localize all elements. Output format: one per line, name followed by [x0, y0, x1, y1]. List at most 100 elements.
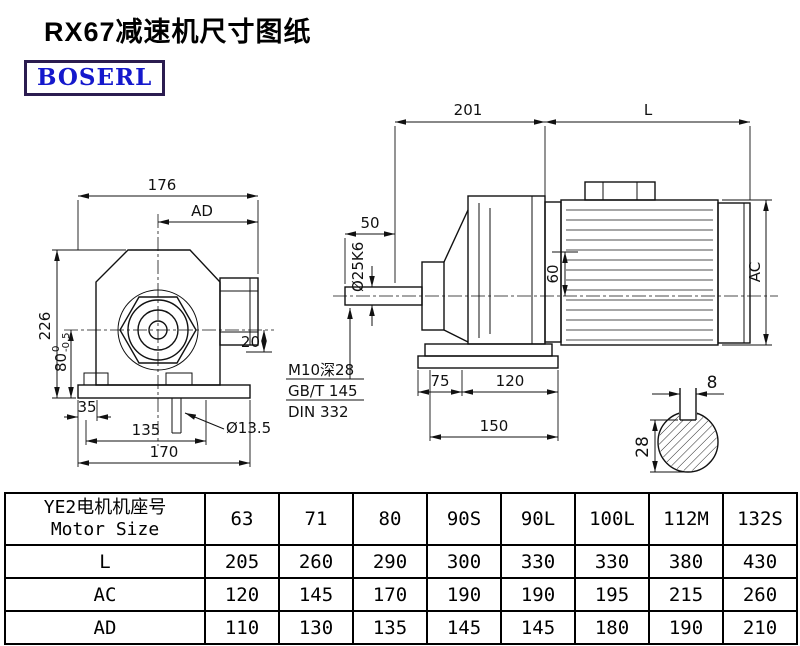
- table-row-AD: AD 110 130 135 145 145 180 190 210: [4, 610, 798, 645]
- note-gb-label: GB/T 145: [288, 382, 358, 400]
- table-cell: 205: [204, 544, 280, 579]
- dim-label-176: 176: [148, 176, 177, 194]
- size-column-header: 100L: [574, 492, 650, 546]
- shaft-end-notes: M10深28 GB/T 145 DIN 332: [286, 308, 364, 421]
- table-cell: 260: [722, 577, 798, 612]
- table-row-AC: AC 120 145 170 190 190 195 215 260: [4, 577, 798, 612]
- dim-label-AC: AC: [746, 262, 764, 282]
- dim-label-80: 80: [52, 353, 70, 372]
- mounting-base: [417, 355, 559, 369]
- size-column-header: 71: [278, 492, 354, 546]
- table-cell: 215: [648, 577, 724, 612]
- dim-8: 8: [652, 373, 724, 397]
- size-column-header: 90S: [426, 492, 502, 546]
- motor-size-header-cn: YE2电机机座号: [43, 496, 167, 518]
- row-header: AD: [4, 610, 206, 645]
- dim-hole-13-5: Ø13.5: [184, 412, 271, 437]
- motor-dimensions-table: YE2电机机座号 Motor Size 63 71 80 90S 90L 100…: [4, 492, 798, 645]
- gearbox-housing: [467, 195, 546, 345]
- dim-label-50: 50: [360, 214, 379, 232]
- dim-label-L: L: [644, 101, 653, 119]
- dim-176: 176: [77, 176, 259, 274]
- dim-label-AD: AD: [191, 202, 213, 220]
- dim-label-8: 8: [707, 373, 718, 393]
- dim-120: 120: [462, 370, 559, 441]
- technical-drawing: 176 AD 226 80 0 -0.5: [36, 101, 778, 473]
- table-cell: 290: [352, 544, 428, 579]
- size-column-header: 132S: [722, 492, 798, 546]
- terminal-box: [584, 181, 656, 201]
- table-cell: 380: [648, 544, 724, 579]
- dim-shaft-diameter: Ø25K6: [349, 242, 375, 326]
- table-cell: 180: [574, 610, 650, 645]
- dim-label-35: 35: [77, 398, 96, 416]
- dim-135: 135: [85, 400, 207, 445]
- dim-label-150: 150: [480, 417, 509, 435]
- dim-150: 150: [429, 370, 558, 441]
- table-row-L: L 205 260 290 300 330 330 380 430: [4, 544, 798, 579]
- fan-cowl: [717, 202, 751, 344]
- dim-20: 20: [241, 330, 272, 353]
- front-view: 176 AD 226 80 0 -0.5: [36, 176, 274, 467]
- motor-size-header-cell: YE2电机机座号 Motor Size: [4, 492, 206, 546]
- table-cell: 145: [500, 610, 576, 645]
- table-cell: 120: [204, 577, 280, 612]
- table-cell: 260: [278, 544, 354, 579]
- side-view: 201 L 50 Ø25K6 60: [286, 101, 778, 441]
- table-cell: 135: [352, 610, 428, 645]
- page-title: RX67减速机尺寸图纸: [44, 17, 312, 47]
- dim-label-226: 226: [36, 312, 54, 341]
- table-cell: 145: [426, 610, 502, 645]
- dim-170: 170: [77, 400, 251, 467]
- table-cell: 130: [278, 610, 354, 645]
- dim-label-80-upper-tol: 0: [51, 346, 62, 352]
- dim-label-75: 75: [430, 372, 449, 390]
- dim-75: 75: [417, 370, 463, 396]
- table-cell: 330: [574, 544, 650, 579]
- table-cell: 195: [574, 577, 650, 612]
- size-column-header: 63: [204, 492, 280, 546]
- size-column-header: 80: [352, 492, 428, 546]
- dim-50: 50: [344, 214, 395, 284]
- dim-label-20: 20: [241, 333, 260, 351]
- table-cell: 190: [500, 577, 576, 612]
- dim-AC: AC: [722, 199, 772, 346]
- shaft-section-view: 8 28: [633, 373, 724, 473]
- dim-label-170: 170: [150, 443, 179, 461]
- dim-201: 201: [394, 101, 546, 283]
- row-header: AC: [4, 577, 206, 612]
- table-cell: 210: [722, 610, 798, 645]
- dim-label-shaft: Ø25K6: [349, 242, 367, 292]
- dim-28: 28: [633, 419, 686, 473]
- table-cell: 145: [278, 577, 354, 612]
- note-tap-label: M10深28: [288, 361, 354, 379]
- dim-label-80-lower-tol: -0.5: [61, 332, 72, 352]
- dim-60: 60: [544, 251, 578, 296]
- dim-label-hole: Ø13.5: [226, 419, 271, 437]
- motor-body: [560, 199, 719, 346]
- dim-label-201: 201: [454, 101, 483, 119]
- size-column-header: 90L: [500, 492, 576, 546]
- dim-35: 35: [64, 398, 111, 421]
- row-header: L: [4, 544, 206, 579]
- dim-L: L: [545, 101, 751, 200]
- table-cell: 170: [352, 577, 428, 612]
- dim-AD: AD: [158, 202, 258, 225]
- size-column-header: 112M: [648, 492, 724, 546]
- dim-80-tol: 80 0 -0.5: [51, 330, 74, 398]
- dim-label-28: 28: [633, 436, 653, 458]
- motor-cooling-fins: [566, 209, 713, 341]
- note-din-label: DIN 332: [288, 403, 349, 421]
- table-header-row: YE2电机机座号 Motor Size 63 71 80 90S 90L 100…: [4, 492, 798, 546]
- dim-226: 226: [36, 249, 126, 399]
- dim-label-60: 60: [544, 264, 562, 283]
- mounting-bolt-hole: [171, 398, 182, 434]
- dim-label-120: 120: [496, 372, 525, 390]
- table-cell: 190: [648, 610, 724, 645]
- table-cell: 110: [204, 610, 280, 645]
- table-cell: 330: [500, 544, 576, 579]
- dim-label-135: 135: [132, 421, 161, 439]
- table-cell: 300: [426, 544, 502, 579]
- boserl-logo: BOSERL: [24, 60, 166, 96]
